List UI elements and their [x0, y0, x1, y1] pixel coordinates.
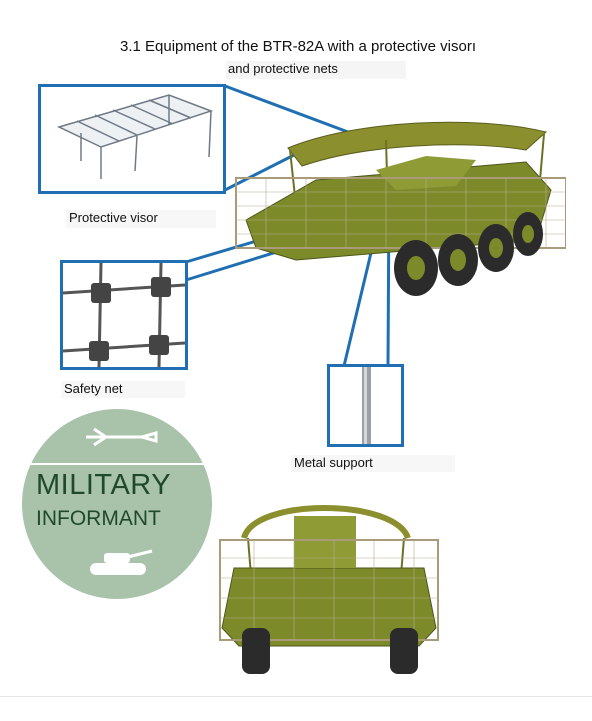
support-inset-frame: [327, 364, 404, 447]
tank-icon: [90, 549, 153, 575]
logo-text-military: MILITARY: [36, 469, 172, 501]
btr82a-front-view: [219, 505, 439, 674]
net-inset-frame: [60, 260, 188, 370]
net-illustration: [62, 262, 186, 368]
support-label: Metal support: [291, 455, 455, 472]
visor-label: Protective visor: [66, 210, 216, 228]
logo-text-informant: INFORMANT: [36, 507, 161, 530]
support-pole-illustration: [362, 367, 371, 444]
net-label: Safety net: [61, 381, 185, 398]
btr82a-side-view: [235, 121, 566, 296]
missile-icon: [86, 427, 158, 447]
visor-inset-frame: [38, 84, 226, 194]
military-informant-logo: MILITARY INFORMANT: [22, 409, 212, 599]
page-title: 3.1 Equipment of the BTR-82A with a prot…: [120, 38, 477, 55]
page-bottom-rule: [0, 696, 592, 697]
logo-divider: [22, 463, 212, 465]
page-subtitle: and protective nets: [226, 61, 406, 79]
visor-frame-illustration: [56, 94, 214, 179]
